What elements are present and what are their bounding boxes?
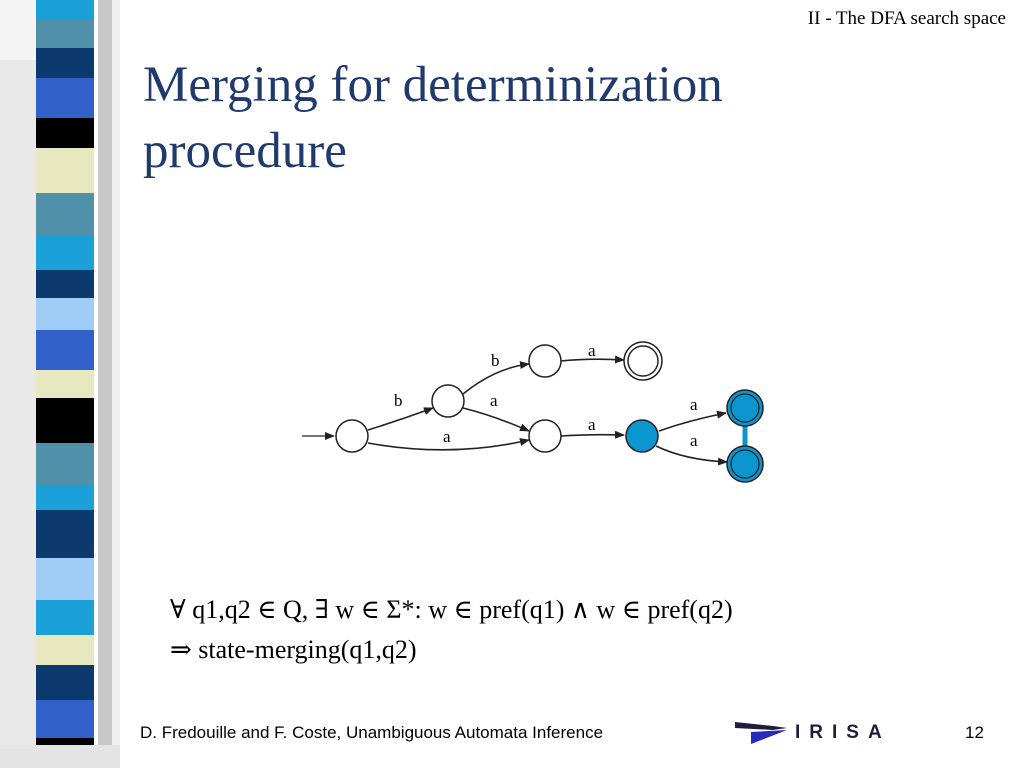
state-q4-merged	[625, 419, 659, 453]
edge-q1-q2	[462, 361, 530, 395]
footer-credit: D. Fredouille and F. Coste, Unambiguous …	[140, 723, 604, 742]
page-number: 12	[965, 723, 984, 742]
formula-line-1: ∀ q1,q2 ∈ Q, ∃ w ∈ Σ*: w ∈ pref(q1) ∧ w …	[170, 595, 733, 624]
state-q2	[528, 344, 562, 378]
irisa-logo-mark-icon	[735, 722, 787, 744]
edge-label-a-right: a	[588, 415, 596, 434]
edge-label-a-bottom: a	[443, 427, 451, 446]
edge-label-b-lower: b	[394, 391, 403, 410]
edge-label-a-mid: a	[490, 391, 498, 410]
edge-label-b-upper: b	[491, 351, 500, 370]
formula-line-2: ⇒ state-merging(q1,q2)	[170, 635, 417, 664]
state-q7-merged-final	[726, 445, 764, 483]
slide-title: Merging for determinization procedure	[143, 52, 963, 184]
state-q1	[431, 384, 465, 418]
state-q5-final	[623, 341, 663, 381]
edge-label-a-top: a	[588, 341, 596, 360]
edge-q1-q3	[462, 407, 530, 432]
edge-q3-q4	[560, 430, 625, 439]
section-header: II - The DFA search space	[807, 8, 1006, 29]
irisa-logo: IRISA	[735, 718, 885, 750]
title-line-2: procedure	[143, 123, 347, 179]
title-line-1: Merging for determinization	[143, 57, 723, 113]
edge-q0-q3	[367, 438, 530, 451]
edge-q4-q6	[658, 410, 727, 432]
edge-label-a-merge-bottom: a	[690, 431, 698, 450]
state-q0	[335, 419, 369, 453]
automaton-diagram: b a b a a a a a	[302, 341, 764, 483]
state-q6-merged-final	[726, 389, 764, 427]
formula-block: ∀ q1,q2 ∈ Q, ∃ w ∈ Σ*: w ∈ pref(q1) ∧ w …	[170, 590, 733, 670]
edge-q2-q5	[560, 355, 625, 364]
edge-q4-q7	[655, 445, 728, 466]
irisa-logo-text: IRISA	[795, 722, 891, 743]
state-q3	[528, 419, 562, 453]
decorative-side-band	[0, 0, 120, 768]
edge-label-a-merge-top: a	[690, 395, 698, 414]
edge-q0-q1	[367, 407, 434, 431]
